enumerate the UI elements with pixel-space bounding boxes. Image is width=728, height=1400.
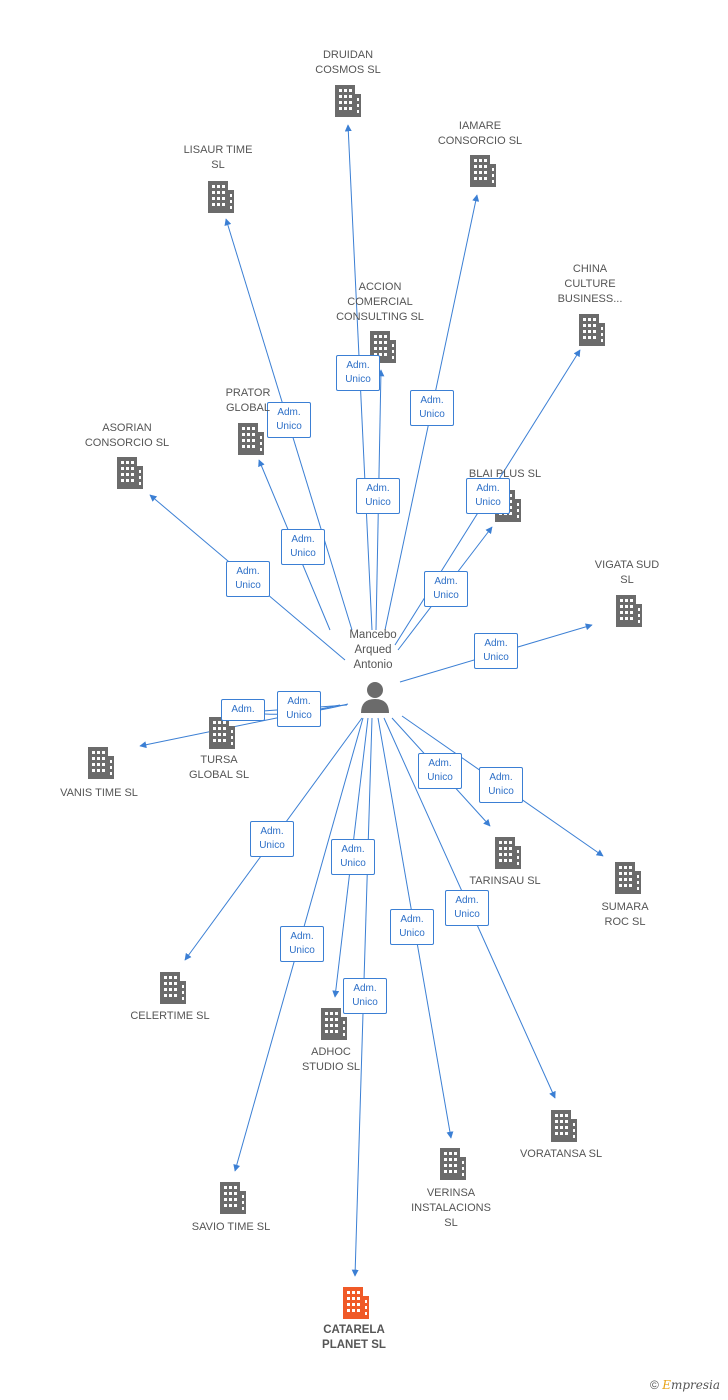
role-badge-catarela[interactable]: Adm. Unico [343, 978, 387, 1014]
role-badge-accion[interactable]: Adm. Unico [356, 478, 400, 514]
company-label-prator[interactable]: PRATOR GLOBAL [225, 387, 271, 414]
company-label-tursa[interactable]: TURSA GLOBAL SL [188, 754, 250, 781]
role-badge-asorian[interactable]: Adm. Unico [226, 561, 270, 597]
building-icon-vigata[interactable] [616, 595, 642, 627]
role-badge-sumara[interactable]: Adm. Unico [479, 767, 523, 803]
role-badge-china[interactable]: Adm. Unico [466, 478, 510, 514]
role-badge-celertime[interactable]: Adm. Unico [250, 821, 294, 857]
company-label-accion[interactable]: ACCION COMERCIAL CONSULTING SL [336, 281, 424, 323]
building-icon-tursa[interactable] [209, 717, 235, 749]
person-icon[interactable] [361, 682, 389, 713]
role-badge-tursa[interactable]: Adm. Unico [277, 691, 321, 727]
building-icon-iamare[interactable] [470, 155, 496, 187]
company-label-blai[interactable]: BLAI PLUS SL [468, 468, 542, 480]
role-badge-blai[interactable]: Adm. Unico [424, 571, 468, 607]
building-icon-vanis[interactable] [88, 747, 114, 779]
company-label-druidan[interactable]: DRUIDAN COSMOS SL [315, 49, 381, 76]
building-icon-china[interactable] [579, 314, 605, 346]
role-badge-prator[interactable]: Adm. Unico [281, 529, 325, 565]
company-label-lisaur[interactable]: LISAUR TIME SL [183, 144, 253, 171]
building-icon-catarela[interactable] [343, 1287, 369, 1319]
role-badge-adhoc[interactable]: Adm. Unico [331, 839, 375, 875]
role-badge-vanis[interactable]: Adm. [221, 699, 265, 721]
role-badge-savio[interactable]: Adm. Unico [280, 926, 324, 962]
company-label-china[interactable]: CHINA CULTURE BUSINESS... [557, 263, 623, 305]
company-label-vanis[interactable]: VANIS TIME SL [60, 787, 138, 799]
building-icon-celertime[interactable] [160, 972, 186, 1004]
building-icon-prator[interactable] [238, 423, 264, 455]
company-label-celertime[interactable]: CELERTIME SL [130, 1010, 210, 1022]
role-badge-lisaur[interactable]: Adm. Unico [267, 402, 311, 438]
brand-logo: Empresia [662, 1378, 721, 1392]
building-icon-asorian[interactable] [117, 457, 143, 489]
footer-brand: © Empresia [650, 1378, 720, 1392]
role-badge-vigata[interactable]: Adm. Unico [474, 633, 518, 669]
building-icon-druidan[interactable] [335, 85, 361, 117]
building-icon-savio[interactable] [220, 1182, 246, 1214]
company-label-verinsa[interactable]: VERINSA INSTALACIONS SL [411, 1187, 491, 1229]
role-badge-iamare[interactable]: Adm. Unico [410, 390, 454, 426]
building-icon-voratansa[interactable] [551, 1110, 577, 1142]
company-label-voratansa[interactable]: VORATANSA SL [519, 1148, 603, 1160]
company-label-vigata[interactable]: VIGATA SUD SL [594, 559, 660, 586]
role-badge-verinsa[interactable]: Adm. Unico [390, 909, 434, 945]
building-icon-lisaur[interactable] [208, 181, 234, 213]
building-icon-tarinsau[interactable] [495, 837, 521, 869]
company-label-adhoc[interactable]: ADHOC STUDIO SL [301, 1046, 361, 1073]
building-icon-sumara[interactable] [615, 862, 641, 894]
role-badge-druidan[interactable]: Adm. Unico [336, 355, 380, 391]
building-icon-verinsa[interactable] [440, 1148, 466, 1180]
company-label-tarinsau[interactable]: TARINSAU SL [469, 875, 541, 887]
company-label-catarela[interactable]: CATARELA PLANET SL [322, 1324, 386, 1351]
person-name[interactable]: Mancebo Arqued Antonio [349, 629, 397, 671]
company-label-iamare[interactable]: IAMARE CONSORCIO SL [437, 120, 523, 147]
role-badge-voratansa[interactable]: Adm. Unico [445, 890, 489, 926]
copyright-symbol: © [650, 1378, 659, 1392]
company-label-asorian[interactable]: ASORIAN CONSORCIO SL [84, 422, 170, 449]
company-label-sumara[interactable]: SUMARA ROC SL [601, 901, 649, 928]
role-badge-tarinsau[interactable]: Adm. Unico [418, 753, 462, 789]
company-label-savio[interactable]: SAVIO TIME SL [191, 1221, 271, 1233]
